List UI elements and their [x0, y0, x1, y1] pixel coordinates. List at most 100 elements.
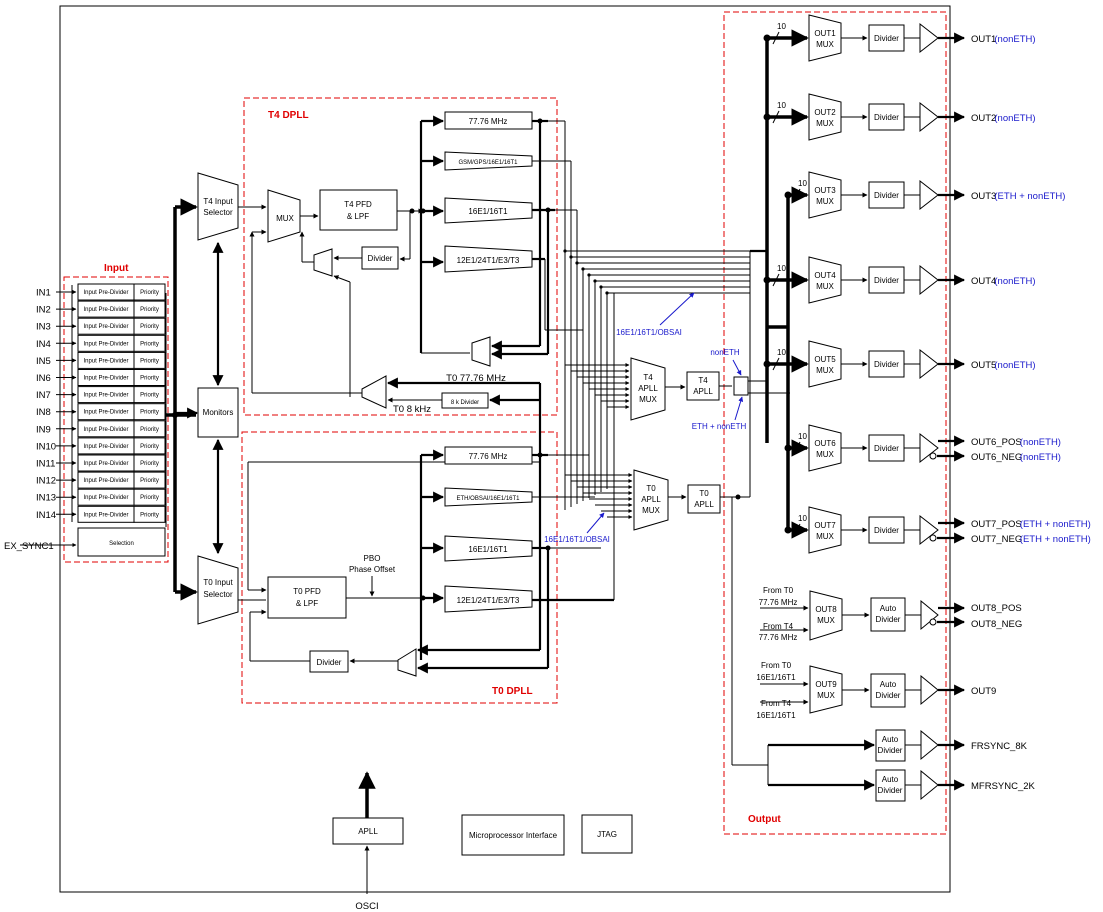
t0-apll-mux	[633, 469, 669, 531]
t4-out-gsm-label: GSM/GPS/16E1/16T1	[458, 160, 518, 166]
input-label-2: IN2	[36, 305, 51, 316]
out8-div-line1: Auto	[880, 604, 897, 613]
input-predivider-label-10: Input Pre-Divider	[83, 444, 128, 450]
t4-apll-mux-line2: APLL	[638, 384, 658, 393]
input-region	[63, 276, 169, 563]
t4-dpll-region	[243, 97, 558, 416]
out4-divider	[868, 266, 905, 294]
out9-div-line1: Auto	[880, 680, 897, 689]
t0-out-eth-label: ETH/OBSAI/16E1/16T1	[456, 496, 520, 502]
anno-16e1-top-arrow	[659, 292, 695, 326]
out8-src1-line2: 77.76 MHz	[759, 598, 798, 607]
out2-divider	[868, 103, 905, 131]
out2-mux	[808, 93, 842, 141]
out3-bus-width: 10	[798, 179, 807, 188]
out2-mux-line1: OUT2	[814, 108, 836, 117]
out2-divider-label: Divider	[874, 113, 899, 122]
out7-inv-bubble	[929, 534, 937, 542]
out1-divider	[868, 24, 905, 52]
out4-mux-line2: MUX	[816, 282, 834, 291]
input-label-4: IN4	[36, 339, 51, 350]
out9-mux-line1: OUT9	[815, 680, 837, 689]
t0-pfd-lpf	[267, 576, 347, 619]
out1-mux	[808, 14, 842, 62]
t4-pfd-junction	[409, 208, 415, 214]
input-priority-label-2: Priority	[140, 307, 159, 313]
t4-pfd-lpf	[319, 189, 398, 231]
out7-mux-line1: OUT7	[814, 521, 836, 530]
t4-divider-label: Divider	[368, 254, 393, 263]
t4-input-selector	[197, 172, 239, 241]
input-priority-label-12: Priority	[140, 478, 159, 484]
out7-mux-line2: MUX	[816, 532, 834, 541]
input-predivider-label-7: Input Pre-Divider	[83, 393, 128, 399]
out5-mux-line1: OUT5	[814, 355, 836, 364]
input-predivider-label-14: Input Pre-Divider	[83, 512, 128, 518]
frsync-div-line2: Divider	[878, 746, 903, 755]
out7-mux	[808, 506, 842, 554]
out1-type: (nonETH)	[994, 34, 1035, 45]
frsync-div-line1: Auto	[882, 735, 899, 744]
input-priority-1	[133, 283, 166, 301]
out9-src1-line1: From T0	[761, 661, 792, 670]
out5-label: OUT5	[971, 360, 996, 371]
out5-mux-line2: MUX	[816, 366, 834, 375]
t0-out-12e1-label: 12E1/24T1/E3/T3	[457, 596, 520, 605]
out7-neg-label: OUT7_NEG	[971, 534, 1022, 545]
input-predivider-label-9: Input Pre-Divider	[83, 427, 128, 433]
output-region	[723, 11, 947, 835]
t4-apll-mux-line1: T4	[643, 373, 653, 382]
out8-src1-line1: From T0	[763, 586, 794, 595]
out4-mux	[808, 256, 842, 304]
out8-mux	[809, 590, 843, 641]
out8-src2-line2: 77.76 MHz	[759, 633, 798, 642]
out5-bus-slash	[772, 357, 780, 371]
out5-mux	[808, 340, 842, 388]
input-priority-8	[133, 403, 166, 421]
osci-label: OSCI	[355, 901, 378, 912]
out3-buffer	[919, 179, 939, 211]
out9-buffer	[920, 674, 939, 706]
mfrsync-div-line2: Divider	[878, 786, 903, 795]
t0-pfd-line2: & LPF	[296, 599, 318, 608]
input-priority-label-1: Priority	[140, 290, 159, 296]
anno-noneth-arrow	[732, 359, 742, 376]
out6-neg-label: OUT6_NEG	[971, 452, 1022, 463]
mfrsync-auto-divider	[875, 769, 906, 802]
monitors-label: Monitors	[203, 408, 234, 417]
bus-junction	[172, 412, 178, 418]
out1-label: OUT1	[971, 34, 996, 45]
out6-pos-label: OUT6_POS	[971, 437, 1022, 448]
out7-bus-junction	[784, 526, 792, 534]
out7-pos-type: (ETH + nonETH)	[1020, 519, 1091, 530]
t4-apll-mux-line3: MUX	[639, 395, 657, 404]
out5-divider-label: Divider	[874, 360, 899, 369]
out3-divider-label: Divider	[874, 191, 899, 200]
t4-out-gsm	[444, 151, 533, 171]
out9-src2-line2: 16E1/16T1	[756, 711, 796, 720]
out4-bus-junction	[763, 276, 771, 284]
input-label-8: IN8	[36, 407, 51, 418]
input-priority-label-13: Priority	[140, 495, 159, 501]
input-priority-label-5: Priority	[140, 358, 159, 364]
t4-mux-label: MUX	[276, 214, 294, 223]
input-predivider-label-5: Input Pre-Divider	[83, 358, 128, 364]
input-priority-7	[133, 386, 166, 404]
input-label-6: IN6	[36, 373, 51, 384]
input-priority-11	[133, 454, 166, 472]
out7-neg-type: (ETH + nonETH)	[1020, 534, 1091, 545]
out3-label: OUT3	[971, 191, 996, 202]
input-priority-label-4: Priority	[140, 341, 159, 347]
selection-label: Selection	[109, 541, 134, 547]
input-section-title: Input	[104, 263, 129, 274]
out7-bus-slash	[793, 523, 801, 537]
t4-apll	[686, 371, 720, 401]
t0-input-selector	[197, 555, 239, 625]
out2-bus-junction	[763, 113, 771, 121]
mfrsync-buffer	[920, 769, 939, 801]
route-dot-6	[599, 285, 603, 289]
out9-label: OUT9	[971, 686, 996, 697]
